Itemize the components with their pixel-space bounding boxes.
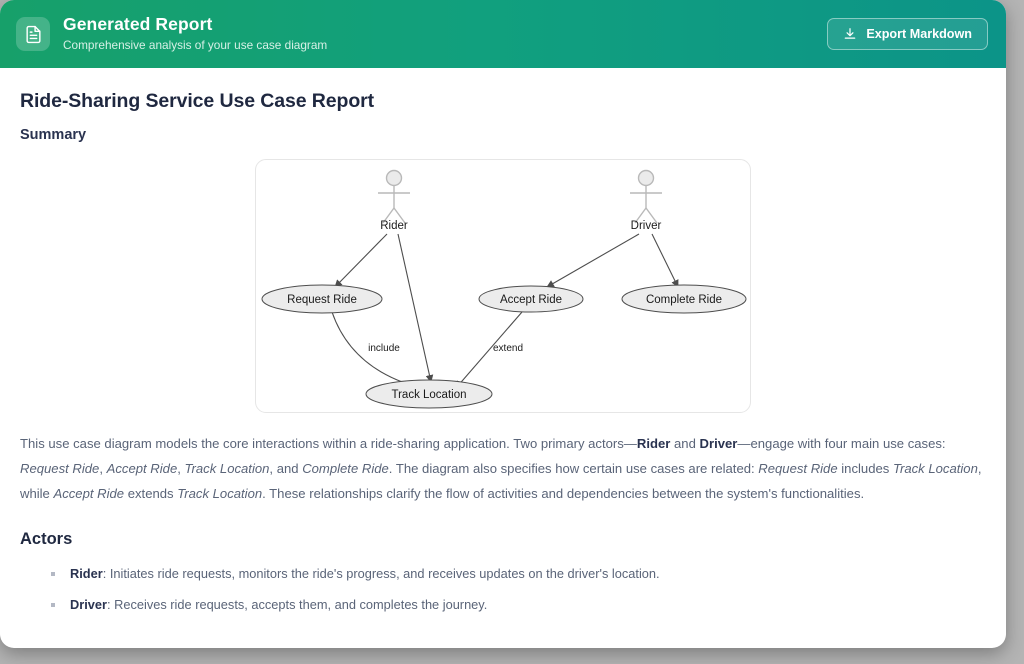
report-body: Ride-Sharing Service Use Case Report Sum… [0, 68, 1006, 648]
diagram-container: Rider Driver [20, 159, 986, 413]
summary-text-10: extends [124, 486, 178, 501]
list-item: Rider: Initiates ride requests, monitors… [51, 564, 986, 584]
download-icon [843, 27, 857, 41]
edge-driver-accept-ride [546, 233, 640, 288]
summary-text-11: . These relationships clarify the flow o… [262, 486, 865, 501]
use-case-request-ride: Request Ride [261, 284, 383, 314]
svg-text:Request Ride: Request Ride [287, 294, 357, 306]
actor-driver-label: Driver [631, 220, 662, 232]
summary-bold-rider: Rider [636, 436, 671, 451]
report-window: Generated Report Comprehensive analysis … [0, 0, 1006, 648]
edge-accept-ride-track-location [455, 311, 523, 389]
list-item: Driver: Receives ride requests, accepts … [51, 595, 986, 615]
edge-label-include: include [368, 343, 400, 354]
document-icon [16, 17, 50, 51]
page-title: Ride-Sharing Service Use Case Report [20, 90, 375, 112]
summary-bold-driver: Driver [699, 436, 738, 451]
actor-description: : Initiates ride requests, monitors the … [102, 566, 660, 581]
export-markdown-label: Export Markdown [866, 27, 972, 41]
summary-em-accept-ride: Accept Ride [106, 461, 178, 476]
edge-rider-request-ride [334, 233, 388, 288]
summary-text-4: , [99, 461, 107, 476]
summary-paragraph: This use case diagram models the core in… [20, 431, 986, 506]
edge-driver-complete-ride [651, 233, 679, 288]
edge-rider-track-location [397, 233, 434, 383]
summary-text-2: and [670, 436, 700, 451]
use-case-diagram: Rider Driver [255, 159, 751, 413]
use-case-accept-ride: Accept Ride [478, 285, 584, 313]
header-subtitle: Comprehensive analysis of your use case … [63, 38, 328, 52]
actor-name: Driver [70, 597, 107, 612]
summary-em-request-ride-2: Request Ride [758, 461, 838, 476]
header-text-group: Generated Report Comprehensive analysis … [63, 14, 827, 54]
report-header: Generated Report Comprehensive analysis … [0, 0, 1006, 68]
summary-em-track-location-3: Track Location [177, 486, 263, 501]
summary-em-accept-ride-2: Accept Ride [53, 486, 125, 501]
svg-text:Track Location: Track Location [392, 389, 467, 401]
summary-heading: Summary [20, 127, 87, 143]
use-case-complete-ride: Complete Ride [621, 284, 747, 314]
header-title: Generated Report [63, 14, 213, 34]
actor-name: Rider [70, 566, 103, 581]
summary-em-track-location-1: Track Location [184, 461, 270, 476]
summary-text-6: , and [269, 461, 303, 476]
summary-text-9: , while [20, 461, 982, 501]
edge-label-extend: extend [493, 343, 523, 354]
actor-driver: Driver [630, 169, 662, 232]
use-case-track-location: Track Location [365, 379, 493, 409]
actor-description: : Receives ride requests, accepts them, … [107, 597, 488, 612]
actors-heading: Actors [20, 530, 73, 548]
summary-text-8: includes [837, 461, 893, 476]
summary-em-complete-ride: Complete Ride [302, 461, 389, 476]
summary-text-7: . The diagram also specifies how certain… [388, 461, 759, 476]
summary-em-track-location-2: Track Location [892, 461, 978, 476]
summary-em-request-ride: Request Ride [20, 461, 100, 476]
summary-text-3: —engage with four main use cases: [737, 436, 946, 451]
svg-text:Accept Ride: Accept Ride [500, 294, 562, 306]
svg-text:Complete Ride: Complete Ride [646, 294, 722, 306]
export-markdown-button[interactable]: Export Markdown [827, 18, 988, 50]
actor-rider: Rider [378, 169, 410, 232]
actor-rider-label: Rider [380, 220, 408, 232]
actors-list: Rider: Initiates ride requests, monitors… [20, 564, 986, 615]
summary-text-5: , [177, 461, 185, 476]
summary-text-1: This use case diagram models the core in… [20, 436, 637, 451]
